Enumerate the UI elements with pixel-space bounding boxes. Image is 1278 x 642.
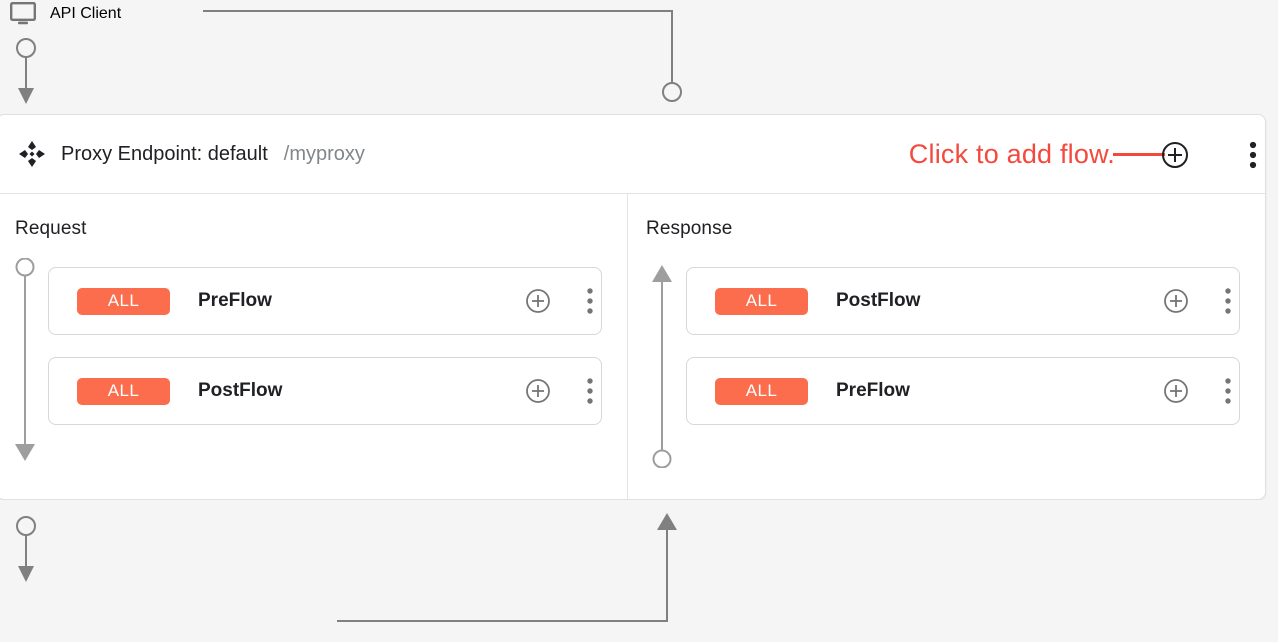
header-actions: Click to add flow. <box>909 115 1265 194</box>
proxy-base-path: /myproxy <box>283 142 365 165</box>
flow-name-label: PreFlow <box>836 380 910 401</box>
flow-more-menu-button[interactable] <box>565 376 593 406</box>
endpoint-more-menu-button[interactable] <box>1215 138 1257 172</box>
add-step-button[interactable] <box>1163 288 1189 314</box>
add-step-button[interactable] <box>525 288 551 314</box>
move-diamond-icon[interactable] <box>19 141 45 167</box>
client-inbound-connector <box>203 10 682 102</box>
add-flow-annotation: Click to add flow. <box>908 139 1115 169</box>
flow-card[interactable]: ALL PreFlow <box>686 357 1240 425</box>
request-column: Request ALL PreFlow <box>0 194 628 499</box>
client-outbound-arrow <box>16 38 36 104</box>
proxy-endpoint-header[interactable]: Proxy Endpoint: default /myproxy Click t… <box>0 115 1265 194</box>
request-flow-card-list: ALL PreFlow <box>48 267 602 447</box>
request-column-title: Request <box>15 218 87 239</box>
flow-name-label: PreFlow <box>198 290 272 311</box>
add-step-button[interactable] <box>1163 378 1189 404</box>
flow-name-label: PostFlow <box>198 380 283 401</box>
api-client-node: API Client <box>10 2 121 26</box>
flow-card[interactable]: ALL PreFlow <box>48 267 602 335</box>
flow-condition-badge: ALL <box>715 287 808 315</box>
response-column-title: Response <box>646 218 733 239</box>
flow-condition-badge: ALL <box>77 287 170 315</box>
proxy-endpoint-panel: Proxy Endpoint: default /myproxy Click t… <box>0 114 1266 500</box>
annotation-pointer-line <box>1113 153 1165 156</box>
response-flow-card-list: ALL PostFlow <box>686 267 1240 447</box>
response-flow-arrow-up <box>652 265 672 468</box>
target-return-connector <box>337 513 677 622</box>
flow-name-label: PostFlow <box>836 290 921 311</box>
request-flow-arrow-down <box>15 258 35 461</box>
flow-card[interactable]: ALL PostFlow <box>48 357 602 425</box>
api-client-strip: API Client <box>0 0 1278 114</box>
add-step-button[interactable] <box>525 378 551 404</box>
target-strip: Target: default <box>0 500 1278 642</box>
page-title: Proxy Endpoint: default <box>61 142 268 165</box>
flow-more-menu-button[interactable] <box>1203 286 1231 316</box>
response-column: Response ALL PostFlow <box>628 194 1265 499</box>
target-inbound-arrow <box>16 516 36 582</box>
flow-more-menu-button[interactable] <box>565 286 593 316</box>
flow-condition-badge: ALL <box>715 377 808 405</box>
flow-card[interactable]: ALL PostFlow <box>686 267 1240 335</box>
flow-columns: Request ALL PreFlow <box>0 194 1265 499</box>
flow-condition-badge: ALL <box>77 377 170 405</box>
add-flow-button[interactable] <box>1162 141 1191 169</box>
api-client-label: API Client <box>50 5 122 22</box>
monitor-icon <box>10 2 36 26</box>
flow-more-menu-button[interactable] <box>1203 376 1231 406</box>
